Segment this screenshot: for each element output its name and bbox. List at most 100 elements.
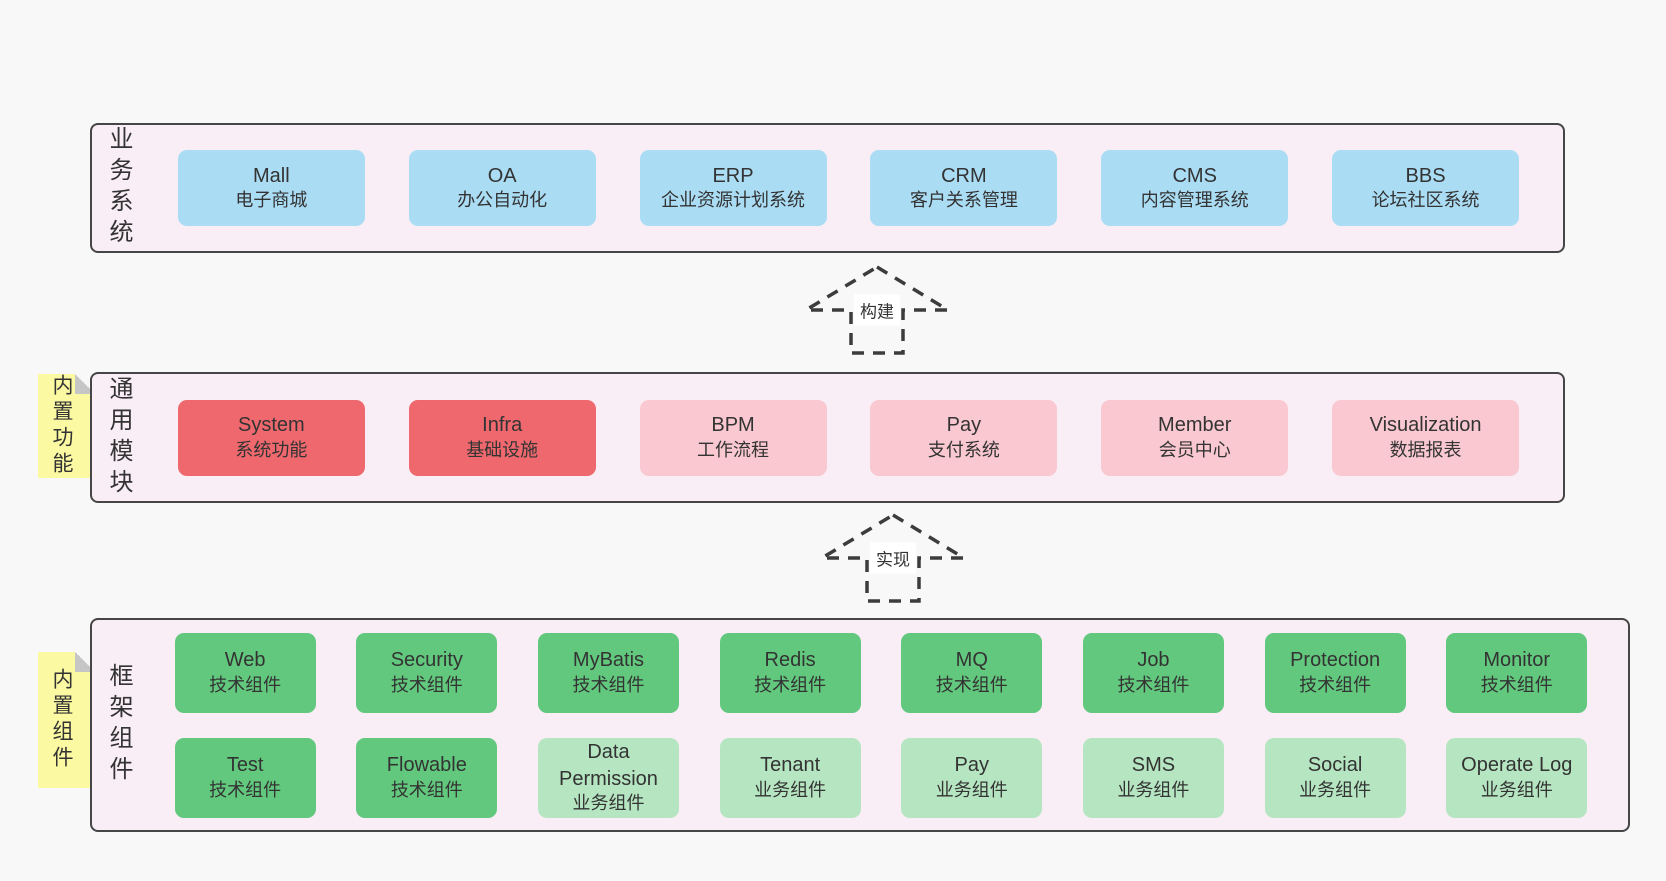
box-title: Operate Log: [1461, 754, 1573, 777]
box-subtitle: 企业资源计划系统: [661, 190, 806, 211]
common-modules-label: 通用模块: [105, 375, 132, 500]
box-subtitle: 技术组件: [390, 779, 463, 800]
box-subtitle: 会员中心: [1158, 439, 1231, 460]
box-data-permission: Data Permission 业务组件: [537, 737, 679, 818]
box-subtitle: 业务组件: [1117, 779, 1190, 800]
box-bbs: BBS 论坛社区系统: [1332, 150, 1520, 226]
box-mall: Mall 电子商城: [177, 150, 365, 226]
box-subtitle: 业务组件: [1299, 779, 1372, 800]
box-title: Pay: [954, 754, 990, 777]
box-subtitle: 业务组件: [1480, 779, 1553, 800]
box-erp: ERP 企业资源计划系统: [639, 150, 827, 226]
box-subtitle: 论坛社区系统: [1371, 190, 1480, 211]
box-subtitle: 办公自动化: [457, 190, 548, 211]
box-crm: CRM 客户关系管理: [870, 150, 1058, 226]
box-subtitle: 技术组件: [1117, 674, 1190, 695]
box-subtitle: 技术组件: [572, 674, 645, 695]
box-title: Infra: [482, 414, 523, 437]
box-title: Member: [1158, 414, 1232, 437]
arrow-up-dashed-icon: [802, 264, 952, 355]
box-title: Test: [226, 754, 264, 777]
box-title: Pay: [946, 414, 982, 437]
box-title: OA: [487, 164, 517, 187]
box-title: SMS: [1131, 754, 1176, 777]
box-title: System: [238, 414, 305, 437]
box-subtitle: 业务组件: [572, 793, 645, 814]
box-subtitle: 技术组件: [1299, 674, 1372, 695]
box-title: Protection: [1290, 649, 1381, 672]
implement-arrow-label: 实现: [870, 542, 916, 574]
build-arrow-label: 构建: [854, 294, 900, 326]
box-title: BPM: [711, 414, 755, 437]
box-title: Social: [1307, 754, 1363, 777]
box-title: Visualization: [1369, 414, 1482, 437]
box-title: Monitor: [1483, 649, 1551, 672]
box-subtitle: 技术组件: [935, 674, 1008, 695]
box-title: CRM: [941, 164, 987, 187]
box-subtitle: 技术组件: [209, 779, 282, 800]
box-subtitle: 支付系统: [927, 439, 1000, 460]
box-title: ERP: [712, 164, 754, 187]
box-subtitle: 技术组件: [754, 674, 827, 695]
box-subtitle: 工作流程: [697, 439, 770, 460]
box-title: Tenant: [760, 754, 821, 777]
business-systems-boxes: Mall 电子商城 OA 办公自动化 ERP 企业资源计划系统 CRM 客户关系管理 CMS 内容…: [134, 150, 1563, 226]
business-systems-label: 业务系统: [105, 126, 132, 250]
box-subtitle: 技术组件: [1480, 674, 1553, 695]
arrow-up-dashed-icon: [818, 512, 968, 603]
box-subtitle: 系统功能: [235, 439, 308, 460]
business-systems-panel: 业务系统 Mall 电子商城 OA 办公自动化 ERP 企业资源计划系统 CRM 客户关系管理…: [90, 123, 1565, 253]
builtin-components-note: 内置组件: [38, 652, 95, 788]
box-cms: CMS 内容管理系统: [1101, 150, 1289, 226]
box-subtitle: 内容管理系统: [1140, 190, 1249, 211]
builtin-components-note-label: 内置组件: [50, 668, 73, 772]
box-subtitle: 电子商城: [235, 190, 308, 211]
box-title: MyBatis: [572, 649, 645, 672]
box-oa: OA 办公自动化: [408, 150, 596, 226]
box-title: Web: [224, 649, 266, 672]
box-subtitle: 技术组件: [209, 674, 282, 695]
box-subtitle: 业务组件: [935, 779, 1008, 800]
build-arrow: 构建: [802, 264, 952, 356]
box-title: MQ: [955, 649, 988, 672]
box-title: Flowable: [386, 754, 467, 777]
box-title: Mall: [253, 164, 290, 187]
box-title: Data Permission: [559, 741, 658, 790]
box-title: BBS: [1405, 164, 1446, 187]
box-title: Redis: [764, 649, 816, 672]
implement-arrow: 实现: [818, 512, 968, 604]
box-title: CMS: [1172, 164, 1217, 187]
box-subtitle: 数据报表: [1389, 439, 1462, 460]
framework-components-label: 框架组件: [105, 663, 132, 787]
builtin-functions-note-label: 内置功能: [50, 374, 73, 478]
builtin-functions-note: 内置功能: [38, 374, 95, 478]
box-subtitle: 客户关系管理: [909, 190, 1018, 211]
box-subtitle: 业务组件: [754, 779, 827, 800]
